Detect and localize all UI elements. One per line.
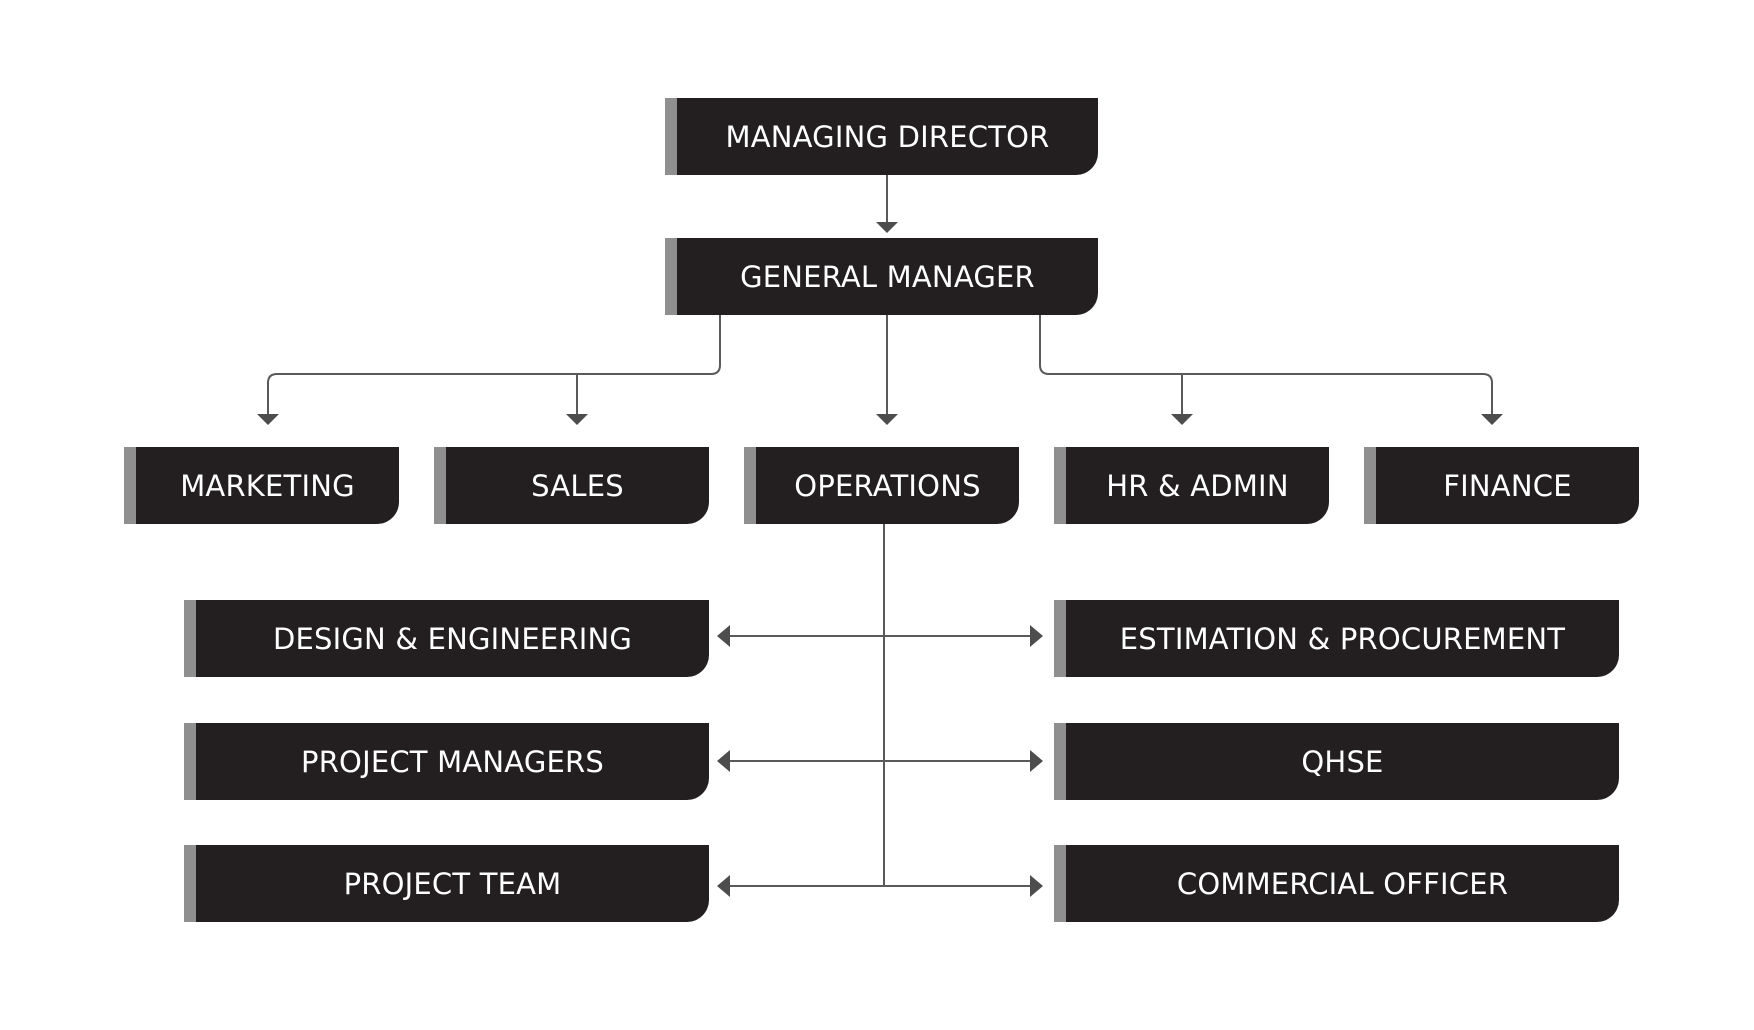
node-sales: SALES [434, 447, 709, 524]
arrowhead-marketing [257, 414, 279, 425]
connector-gm-left-branch [267, 315, 721, 414]
arrowhead-project-managers [717, 750, 730, 772]
arrowhead-design-engineering [717, 625, 730, 647]
node-qhse: QHSE [1054, 723, 1619, 800]
arrowhead-commercial-officer [1030, 875, 1043, 897]
node-general-manager: GENERAL MANAGER [665, 238, 1098, 315]
node-marketing: MARKETING [124, 447, 399, 524]
node-hr-admin: HR & ADMIN [1054, 447, 1329, 524]
node-commercial-officer: COMMERCIAL OFFICER [1054, 845, 1619, 922]
node-finance: FINANCE [1364, 447, 1639, 524]
arrowhead-gm [876, 222, 898, 233]
node-managing-director: MANAGING DIRECTOR [665, 98, 1098, 175]
node-project-managers: PROJECT MANAGERS [184, 723, 709, 800]
node-project-team: PROJECT TEAM [184, 845, 709, 922]
connector-gm-right-branch [1039, 315, 1493, 414]
arrowhead-estimation-procurement [1030, 625, 1043, 647]
node-operations: OPERATIONS [744, 447, 1019, 524]
node-design-engineering: DESIGN & ENGINEERING [184, 600, 709, 677]
arrowhead-hr-admin [1171, 414, 1193, 425]
arrowhead-sales [566, 414, 588, 425]
node-estimation-procurement: ESTIMATION & PROCUREMENT [1054, 600, 1619, 677]
arrowhead-finance [1481, 414, 1503, 425]
arrowhead-operations [876, 414, 898, 425]
arrowhead-project-team [717, 875, 730, 897]
arrowhead-qhse [1030, 750, 1043, 772]
